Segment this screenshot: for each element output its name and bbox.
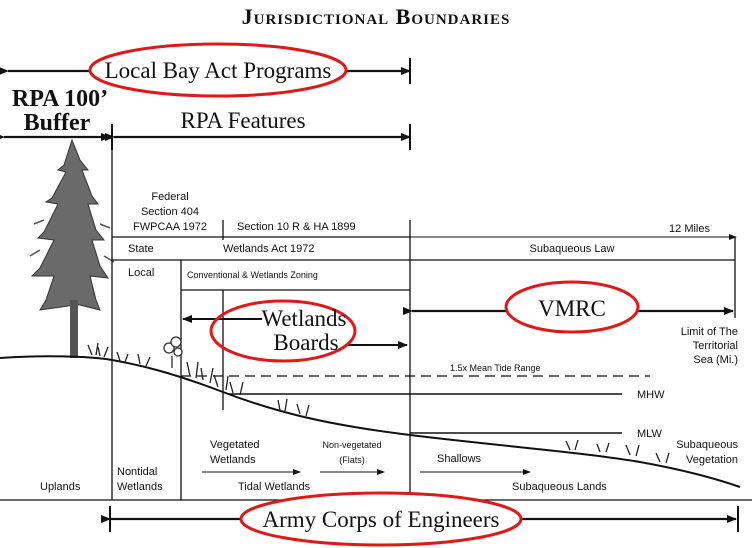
diagram-title: Jurisdictional Boundaries — [242, 4, 511, 29]
vmrc-label: VMRC — [538, 296, 606, 321]
mean-tide-label: 1.5x Mean Tide Range — [450, 363, 541, 373]
sea-limit-label-1: Limit of The — [681, 326, 738, 338]
nontidal-wetlands-label-2: Wetlands — [117, 481, 163, 493]
mlw-label: MLW — [637, 428, 662, 440]
subaqueous-law-label: Subaqueous Law — [529, 243, 614, 255]
wetlands-act-label: Wetlands Act 1972 — [223, 243, 315, 255]
twelve-miles-label: 12 Miles — [669, 223, 710, 235]
tidal-wetlands-label: Tidal Wetlands — [238, 481, 311, 493]
rpa-buffer-label-1: RPA 100’ — [12, 86, 108, 112]
local-bay-act-label: Local Bay Act Programs — [105, 58, 332, 83]
subaqueous-vegetation-label-1: Subaqueous — [676, 439, 738, 451]
vegetated-wetlands-label-1: Vegetated — [210, 439, 260, 451]
fwpcaa-label: FWPCAA 1972 — [133, 221, 207, 233]
rpa-features-label: RPA Features — [180, 108, 305, 133]
shrub-illustration — [164, 337, 182, 368]
boundary-lines — [112, 150, 735, 500]
shallows-label: Shallows — [437, 453, 482, 465]
subaqueous-lands-label: Subaqueous Lands — [512, 481, 607, 493]
subaqueous-vegetation-label-2: Vegetation — [686, 454, 738, 466]
vegetated-wetlands-label-2: Wetlands — [210, 454, 256, 466]
federal-label: Federal — [151, 191, 188, 203]
uplands-label: Uplands — [40, 481, 81, 493]
non-vegetated-label-1: Non-vegetated — [322, 440, 381, 450]
jurisdiction-table-lines — [112, 237, 735, 290]
section-404-label: Section 404 — [141, 206, 199, 218]
mhw-label: MHW — [637, 389, 665, 401]
army-corps-label: Army Corps of Engineers — [263, 507, 500, 532]
tree-illustration — [30, 140, 114, 358]
nontidal-wetlands-label-1: Nontidal — [117, 466, 157, 478]
non-vegetated-label-2: (Flats) — [339, 455, 365, 465]
local-label: Local — [128, 267, 154, 279]
sea-limit-label-3: Sea (Mi.) — [693, 354, 738, 366]
rpa-buffer-label-2: Buffer — [24, 110, 91, 136]
wetlands-boards-label-1: Wetlands — [261, 306, 346, 331]
wetlands-boards-label-2: Boards — [273, 330, 338, 355]
state-label: State — [128, 243, 154, 255]
sea-limit-label-2: Territorial — [693, 340, 738, 352]
zoning-label: Conventional & Wetlands Zoning — [187, 270, 318, 280]
section-10-label: Section 10 R & HA 1899 — [237, 221, 356, 233]
